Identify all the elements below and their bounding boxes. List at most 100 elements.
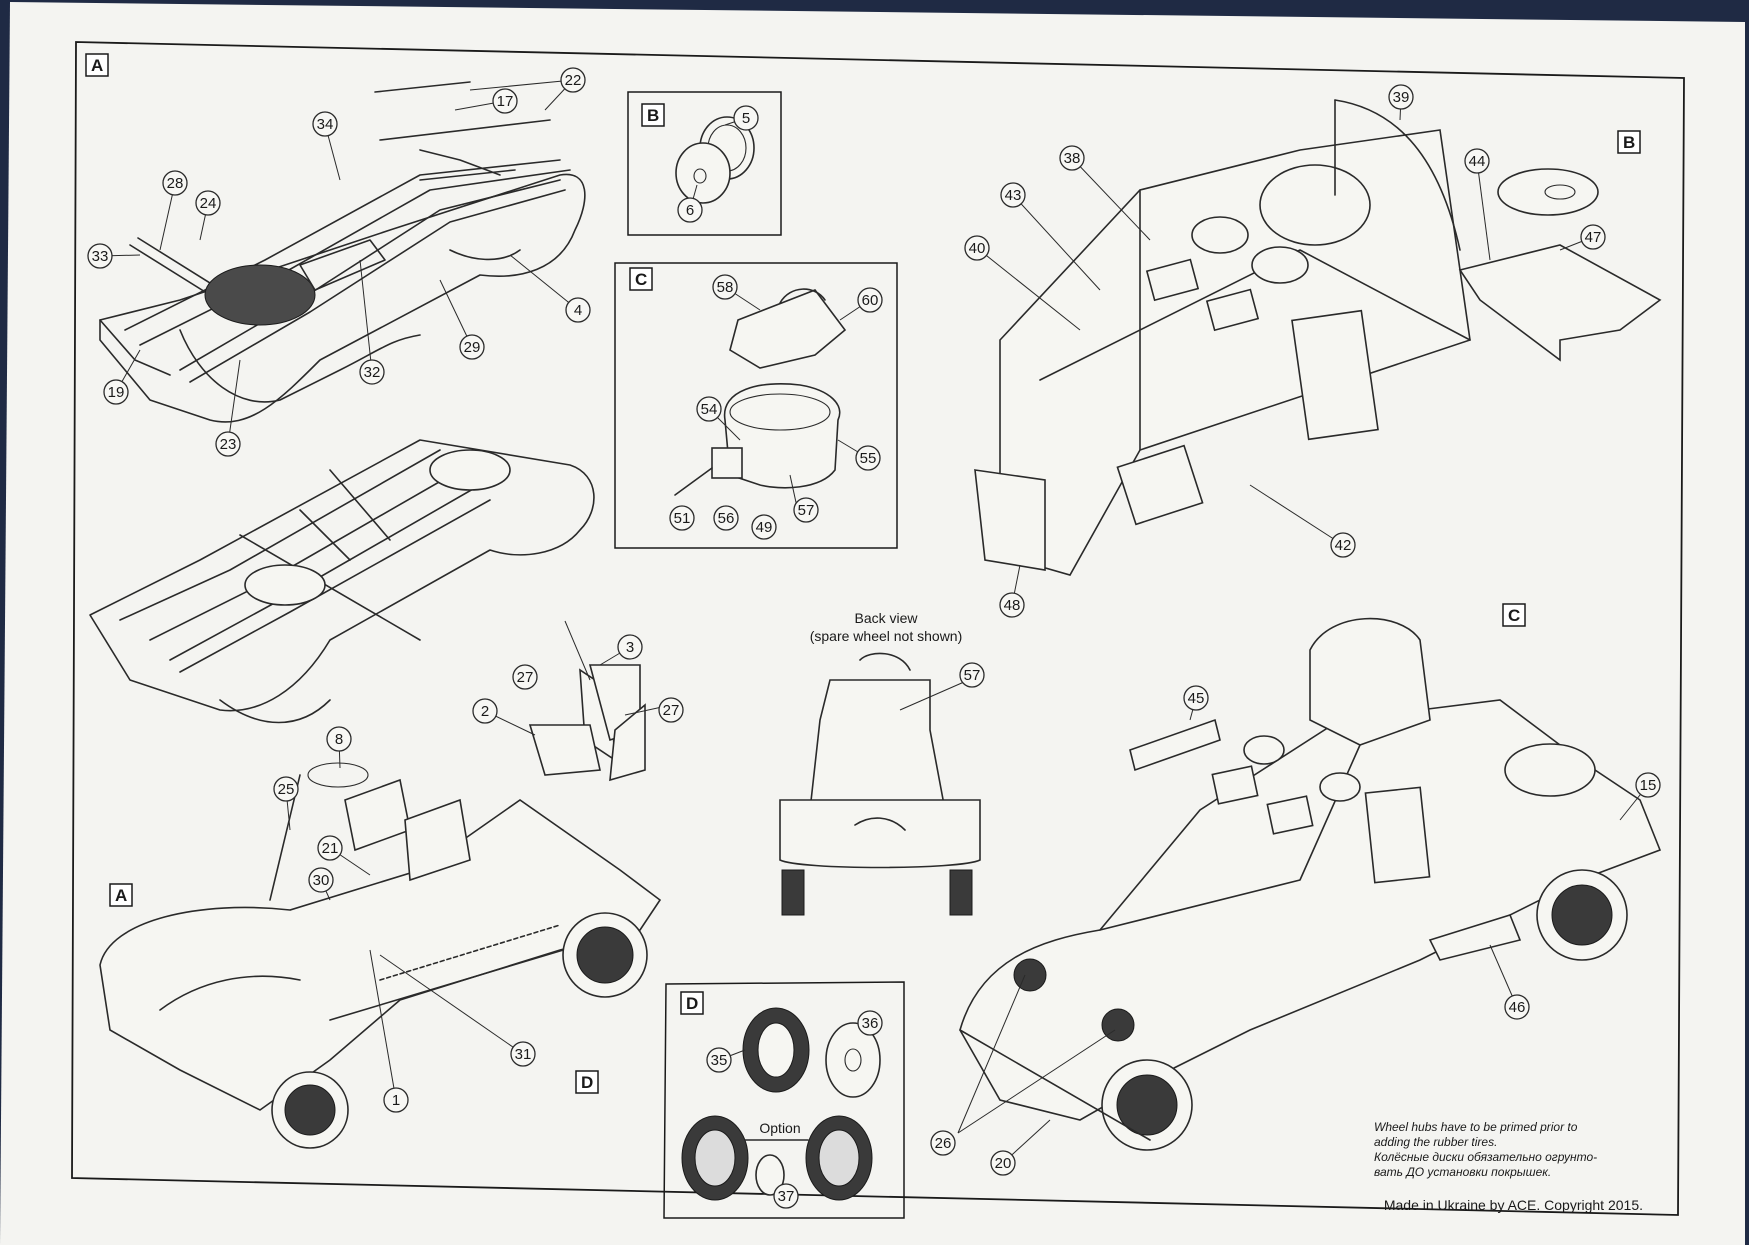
svg-text:47: 47 — [1585, 229, 1602, 246]
callout-42: 42 — [1330, 532, 1356, 558]
callout-20: 20 — [990, 1150, 1016, 1176]
turret-drawing — [1309, 617, 1431, 746]
callout-34: 34 — [312, 111, 338, 137]
svg-text:22: 22 — [565, 72, 582, 89]
chassis-exploded-drawing — [99, 81, 586, 423]
armored-hull-drawing — [974, 99, 1662, 576]
svg-text:57: 57 — [798, 502, 815, 519]
callout-32: 32 — [359, 359, 385, 385]
part-45-drawing — [1129, 718, 1221, 772]
svg-text:37: 37 — [778, 1188, 795, 1205]
callout-33: 33 — [87, 243, 113, 269]
svg-text:44: 44 — [1469, 153, 1486, 170]
svg-text:A: A — [91, 56, 103, 75]
svg-text:32: 32 — [364, 364, 381, 381]
svg-text:29: 29 — [464, 339, 481, 356]
svg-text:17: 17 — [497, 93, 514, 110]
part-46-drawing — [1428, 914, 1522, 961]
callout-37: 37 — [773, 1183, 799, 1209]
svg-text:C: C — [1508, 606, 1520, 625]
callout-46: 46 — [1504, 994, 1530, 1020]
steering-wheel-drawing — [307, 762, 369, 788]
callout-54: 54 — [696, 396, 722, 422]
callout-51: 51 — [669, 505, 695, 531]
svg-text:21: 21 — [322, 840, 339, 857]
svg-text:2: 2 — [481, 703, 489, 720]
svg-text:25: 25 — [278, 781, 295, 798]
section-d-box: D Option — [663, 981, 905, 1219]
svg-text:49: 49 — [756, 519, 773, 536]
svg-text:Wheel hubs have to be primed p: Wheel hubs have to be primed prior to — [1374, 1120, 1578, 1134]
car-a-tag: A — [109, 883, 133, 907]
svg-text:24: 24 — [200, 195, 217, 212]
assembled-car-drawing — [959, 617, 1662, 1151]
callout-29: 29 — [459, 334, 485, 360]
svg-text:56: 56 — [718, 510, 735, 527]
svg-text:6: 6 — [686, 202, 694, 219]
svg-text:23: 23 — [220, 436, 237, 453]
svg-text:36: 36 — [862, 1015, 879, 1032]
callout-36: 36 — [857, 1010, 883, 1036]
svg-text:28: 28 — [167, 175, 184, 192]
svg-text:C: C — [635, 270, 647, 289]
svg-text:D: D — [581, 1073, 593, 1092]
callout-23: 23 — [215, 431, 241, 457]
svg-text:48: 48 — [1004, 597, 1021, 614]
section-c-box: C — [614, 262, 898, 549]
callout-5: 5 — [733, 105, 759, 131]
svg-text:15: 15 — [1640, 777, 1657, 794]
callout-28: 28 — [162, 170, 188, 196]
callout-24: 24 — [195, 190, 221, 216]
callout-43: 43 — [1000, 182, 1026, 208]
callout-58: 58 — [712, 274, 738, 300]
copyright-text: Made in Ukraine by ACE. Copyright 2015. — [1384, 1197, 1643, 1213]
svg-text:43: 43 — [1005, 187, 1022, 204]
svg-text:31: 31 — [515, 1046, 532, 1063]
svg-text:4: 4 — [574, 302, 582, 319]
svg-text:26: 26 — [935, 1135, 952, 1152]
callout-26: 26 — [930, 1130, 956, 1156]
primer-note: Wheel hubs have to be primed prior to ad… — [1374, 1120, 1597, 1179]
seats-exploded-drawing — [528, 664, 646, 782]
callout-31: 31 — [510, 1041, 536, 1067]
callout-35: 35 — [706, 1047, 732, 1073]
turret-roof-drawing — [729, 289, 847, 369]
hull-b-tag: B — [1617, 130, 1641, 154]
back-view-title: Back view — [854, 610, 918, 626]
back-view-drawing: Back view (spare wheel not shown) — [779, 610, 981, 916]
svg-text:39: 39 — [1393, 89, 1410, 106]
part-6-disc-drawing — [675, 142, 731, 204]
callout-45: 45 — [1183, 685, 1209, 711]
callout-57-back: 57 — [959, 662, 985, 688]
svg-text:20: 20 — [995, 1155, 1012, 1172]
svg-text:33: 33 — [92, 248, 109, 265]
callout-4: 4 — [565, 297, 591, 323]
hatch-ring-drawing — [1259, 164, 1371, 246]
callout-17: 17 — [492, 88, 518, 114]
svg-text:42: 42 — [1335, 537, 1352, 554]
svg-text:46: 46 — [1509, 999, 1526, 1016]
callout-38: 38 — [1059, 145, 1085, 171]
callout-22: 22 — [560, 67, 586, 93]
page-frame — [71, 41, 1685, 1216]
svg-text:40: 40 — [969, 240, 986, 257]
back-view-subtitle: (spare wheel not shown) — [810, 628, 963, 644]
svg-text:34: 34 — [317, 116, 334, 133]
section-b-box: B — [627, 91, 782, 236]
svg-text:55: 55 — [860, 450, 877, 467]
callout-49: 49 — [751, 514, 777, 540]
callout-30: 30 — [308, 867, 334, 893]
svg-text:3: 3 — [626, 639, 634, 656]
svg-text:D: D — [686, 994, 698, 1013]
svg-text:35: 35 — [711, 1052, 728, 1069]
callout-60: 60 — [857, 287, 883, 313]
svg-text:B: B — [647, 106, 659, 125]
callout-21: 21 — [317, 835, 343, 861]
callout-57-c: 57 — [793, 497, 819, 523]
svg-text:1: 1 — [392, 1092, 400, 1109]
callout-56: 56 — [713, 505, 739, 531]
callout-2: 2 — [472, 698, 498, 724]
svg-text:54: 54 — [701, 401, 718, 418]
svg-text:8: 8 — [335, 731, 343, 748]
